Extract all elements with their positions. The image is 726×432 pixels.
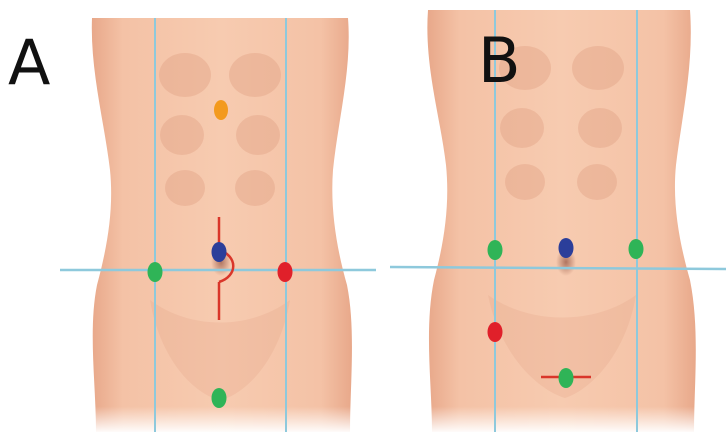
panel-label-a: A	[8, 32, 50, 94]
port-red-a	[278, 262, 293, 282]
port-green-left-a	[148, 262, 163, 282]
fade-a	[88, 330, 353, 432]
port-red-b	[488, 322, 503, 342]
port-blue-a	[212, 242, 227, 262]
port-orange-a	[214, 100, 228, 120]
port-green-bottom-b	[559, 368, 574, 388]
port-green-bottom-a	[212, 388, 227, 408]
port-green-right-b	[629, 239, 644, 259]
panel-a	[60, 18, 376, 432]
panel-label-b: B	[478, 30, 521, 92]
port-green-left-b	[488, 240, 503, 260]
port-blue-b	[559, 238, 574, 258]
panel-b	[390, 10, 726, 432]
